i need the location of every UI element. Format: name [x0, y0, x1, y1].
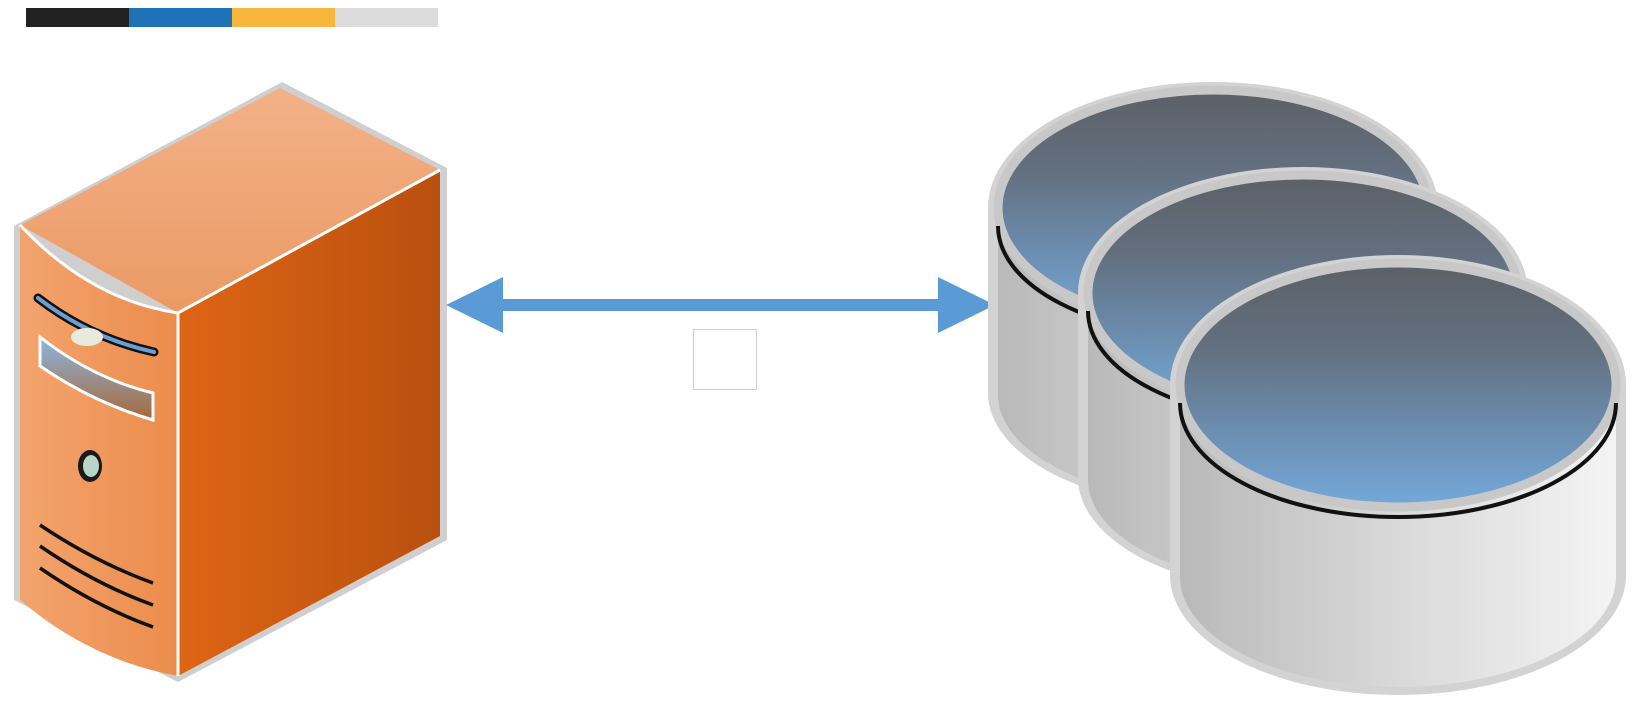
color-swatch-gray — [335, 8, 438, 27]
color-swatch-black — [26, 8, 129, 27]
color-swatch-yellow — [232, 8, 335, 27]
connector-label-box — [693, 329, 757, 390]
server-tower-icon — [14, 82, 447, 682]
color-swatch-blue — [129, 8, 232, 27]
color-strip — [26, 8, 438, 27]
database-cylinder-front — [1170, 255, 1626, 695]
database-stack-icon — [988, 82, 1626, 695]
bidirectional-arrow — [446, 277, 995, 333]
